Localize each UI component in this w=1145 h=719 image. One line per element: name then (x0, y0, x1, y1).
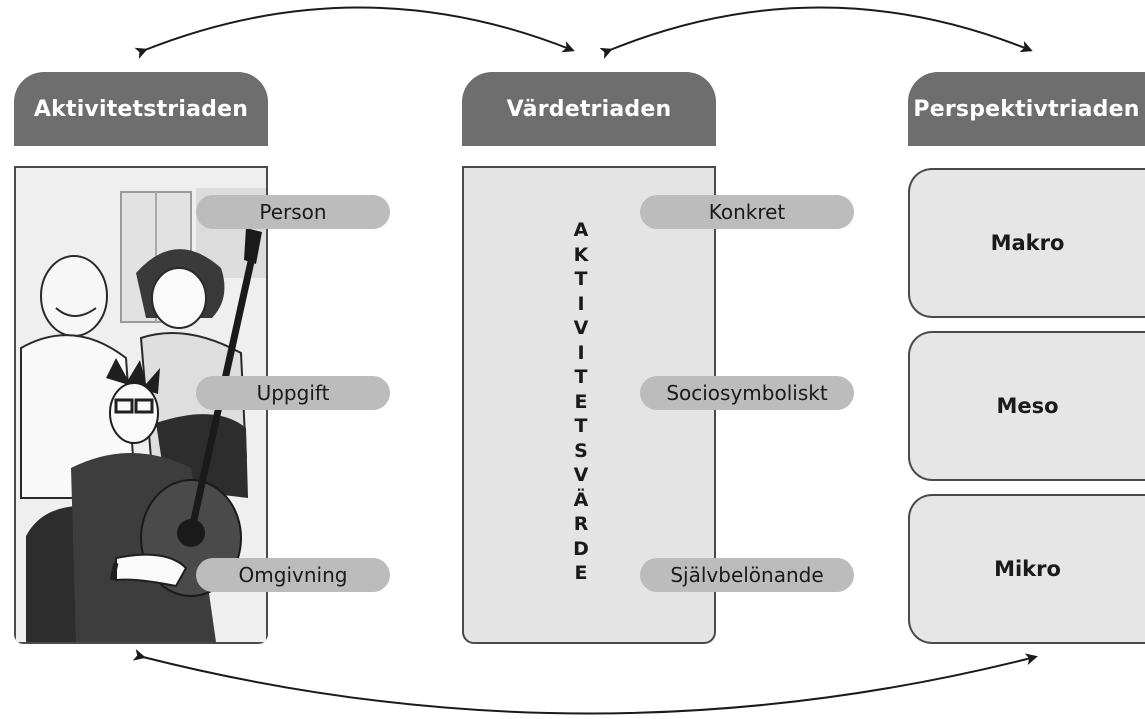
vertical-letter-0: A (573, 219, 589, 241)
arrow-activity-perspective (132, 648, 1038, 715)
pill-person-label: Person (259, 200, 327, 224)
level-box-meso: Meso (908, 331, 1145, 481)
vertical-letter-11: Ä (573, 488, 589, 511)
pill-omgivning: Omgivning (196, 558, 390, 592)
vertical-letter-2: T (574, 268, 588, 290)
pill-uppgift: Uppgift (196, 376, 390, 410)
pill-person: Person (196, 195, 390, 229)
vertical-letter-3: I (577, 292, 585, 315)
header-activity-triad: Aktivitetstriaden (14, 72, 268, 146)
pill-uppgift-label: Uppgift (256, 381, 330, 405)
vertical-letter-1: K (573, 243, 589, 266)
level-makro-label: Makro (990, 231, 1065, 255)
vertical-letter-9: S (574, 439, 588, 462)
header-activity-triad-label: Aktivitetstriaden (33, 96, 249, 122)
vertical-letter-14: E (574, 562, 588, 584)
header-perspective-triad: Perspektivtriaden (908, 72, 1145, 146)
pill-sociosymboliskt: Sociosymboliskt (640, 376, 854, 410)
vertical-letter-10: V (573, 464, 589, 486)
vertical-letter-6: T (574, 366, 588, 388)
pill-sociosymboliskt-label: Sociosymboliskt (666, 381, 828, 405)
vertical-letter-7: E (574, 390, 588, 413)
arrow-activity-value (134, 6, 575, 59)
level-box-makro: Makro (908, 168, 1145, 318)
pill-konkret-label: Konkret (708, 200, 786, 224)
vertical-letter-12: R (573, 513, 589, 535)
header-perspective-triad-label: Perspektivtriaden (913, 96, 1140, 122)
vertical-letter-4: V (573, 317, 589, 339)
level-mikro-label: Mikro (994, 557, 1061, 581)
pill-konkret: Konkret (640, 195, 854, 229)
header-value-triad-label: Värdetriaden (506, 96, 672, 122)
pill-sjalvbelonande: Självbelönande (640, 558, 854, 592)
pill-sjalvbelonande-label: Självbelönande (670, 563, 824, 587)
pill-omgivning-label: Omgivning (238, 563, 348, 587)
level-box-mikro: Mikro (908, 494, 1145, 644)
vertical-letter-13: D (573, 537, 589, 560)
vertical-letter-5: I (577, 341, 585, 364)
level-meso-label: Meso (996, 394, 1059, 418)
vertical-letter-8: T (574, 415, 588, 437)
arrow-value-perspective (599, 6, 1033, 59)
header-value-triad: Värdetriaden (462, 72, 716, 146)
